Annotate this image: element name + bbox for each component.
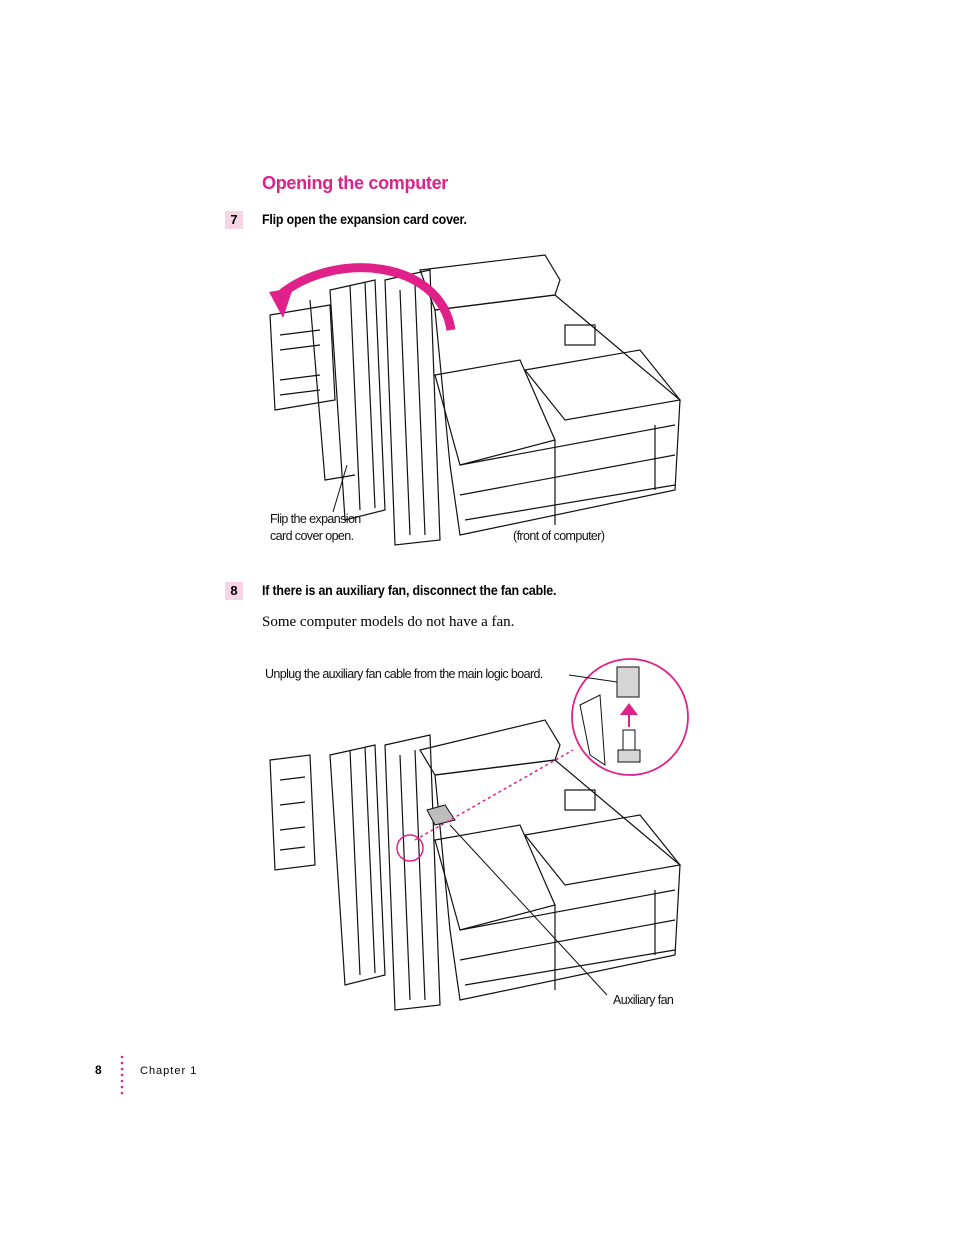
step-text-8: If there is an auxiliary fan, disconnect…	[262, 583, 557, 598]
callout-unplug: Unplug the auxiliary fan cable from the …	[265, 667, 543, 681]
chapter-label: Chapter 1	[140, 1065, 198, 1077]
page-number: 8	[95, 1063, 102, 1077]
figure-expansion-cover: Flip the expansion card cover open. (fro…	[269, 254, 682, 546]
figure-auxiliary-fan: Unplug the auxiliary fan cable from the …	[265, 658, 689, 1011]
callout-flip-line1: Flip the expansion	[270, 512, 361, 526]
footer-dot-rule	[120, 1055, 124, 1095]
callout-auxiliary-fan: Auxiliary fan	[613, 993, 674, 1007]
step-text-7: Flip open the expansion card cover.	[262, 212, 467, 227]
step-number-8: 8	[225, 582, 243, 600]
callout-flip-line2: card cover open.	[270, 529, 354, 543]
section-title: Opening the computer	[262, 173, 449, 193]
step-number-7: 7	[225, 211, 243, 229]
callout-front-label: (front of computer)	[513, 529, 605, 543]
body-text-fan-note: Some computer models do not have a fan.	[262, 614, 515, 630]
